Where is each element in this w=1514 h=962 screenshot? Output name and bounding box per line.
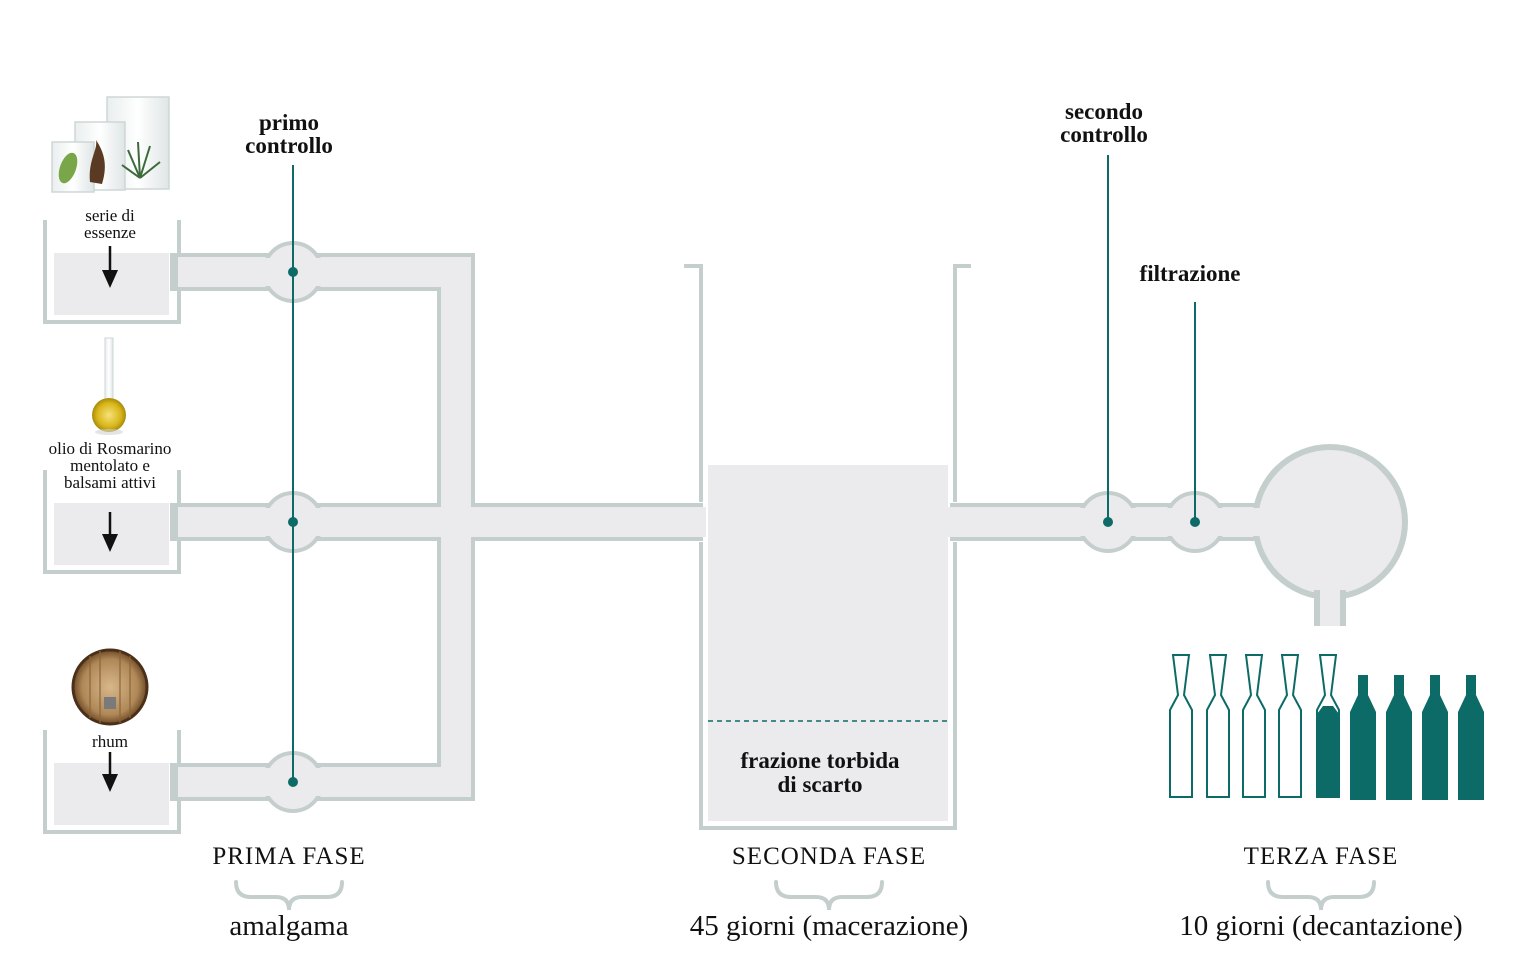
empty-vial xyxy=(1206,654,1230,798)
phase-2-title: SECONDA FASE xyxy=(731,843,927,870)
phase-1-duration: amalgama xyxy=(229,910,349,942)
control-point xyxy=(288,267,298,277)
pipe-network xyxy=(43,220,1408,834)
source-label-rum: rhum xyxy=(50,733,170,750)
filled-vial xyxy=(1458,675,1484,800)
label-line: mentolato e xyxy=(70,456,150,475)
label-line: secondo xyxy=(1065,99,1143,124)
label-line: di scarto xyxy=(777,772,863,797)
phase-2-duration: 45 giorni (macerazione) xyxy=(689,910,969,942)
arrow-down-icon xyxy=(102,246,118,288)
control-lines xyxy=(288,155,1200,787)
phase-braces xyxy=(234,880,1376,911)
wooden-barrel-icon xyxy=(71,648,149,726)
waste-fraction-label: frazione torbida di scarto xyxy=(708,749,932,797)
phase-3-title: TERZA FASE xyxy=(1243,843,1399,870)
decanting-flask xyxy=(1250,444,1408,626)
brace-icon xyxy=(1266,880,1376,911)
label-line: balsami attivi xyxy=(63,473,157,492)
label-line: controllo xyxy=(245,133,333,158)
filled-vial xyxy=(1350,675,1376,800)
arrow-down-icon xyxy=(102,752,118,792)
second-control-label: secondo controllo xyxy=(1024,100,1184,146)
filling-vial xyxy=(1316,654,1340,798)
filled-vial xyxy=(1422,675,1448,800)
phase-1-title: PRIMA FASE xyxy=(212,843,366,870)
filled-vial xyxy=(1386,675,1412,800)
arrow-down-icon xyxy=(102,512,118,552)
source-label-oil: olio di Rosmarino mentolato e balsami at… xyxy=(20,440,200,491)
filtration-label: filtrazione xyxy=(1139,261,1241,286)
brace-icon xyxy=(234,880,344,911)
source-label-essences: serie di essenze xyxy=(50,207,170,241)
beakers-with-herbs-icon xyxy=(51,96,170,193)
flow-arrows xyxy=(102,246,118,792)
maceration-tank xyxy=(684,264,971,830)
first-control-label: primo controllo xyxy=(209,111,369,157)
label-line: essenze xyxy=(84,223,136,242)
label-line: controllo xyxy=(1060,122,1148,147)
label-line: primo xyxy=(258,110,320,135)
filtration-point xyxy=(1190,517,1200,527)
oil-flask-icon xyxy=(92,337,126,435)
empty-vial xyxy=(1242,654,1266,798)
control-point xyxy=(288,777,298,787)
vial-row xyxy=(1169,654,1484,800)
label-line: olio di Rosmarino xyxy=(48,439,172,458)
label-line: serie di xyxy=(85,206,135,225)
control-point xyxy=(1103,517,1113,527)
label-line: rhum xyxy=(92,732,128,751)
phase-3-duration: 10 giorni (decantazione) xyxy=(1179,910,1463,942)
control-point xyxy=(288,517,298,527)
empty-vial xyxy=(1278,654,1302,798)
empty-vial xyxy=(1169,654,1193,798)
brace-icon xyxy=(774,880,884,911)
label-line: frazione torbida xyxy=(740,748,900,773)
